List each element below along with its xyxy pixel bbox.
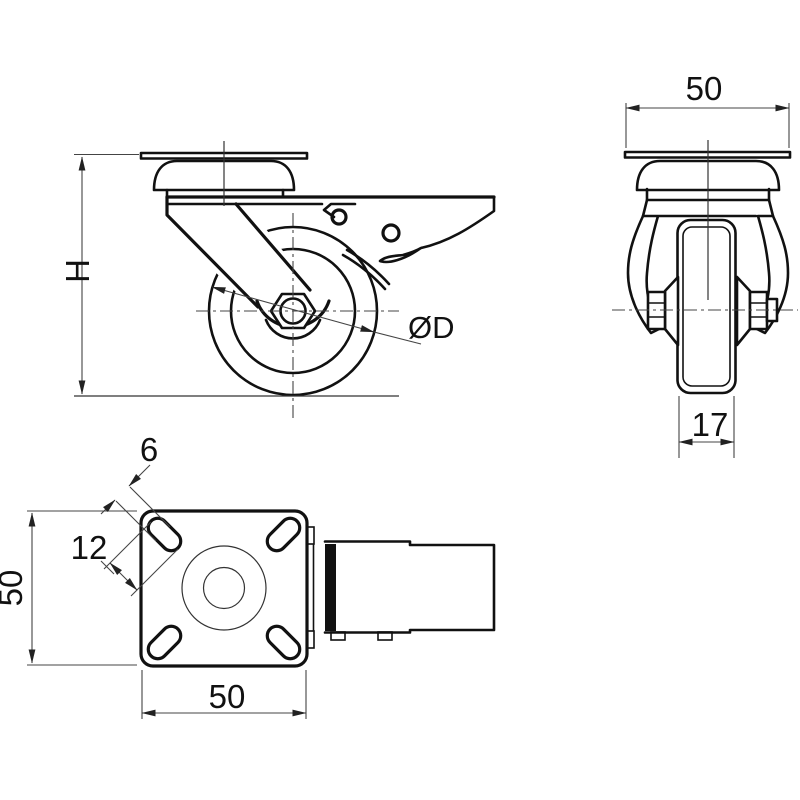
dim-label-wheel-width: 17 <box>692 406 729 443</box>
brake-pivot-hole-1 <box>330 208 348 226</box>
brake-shoe-inner <box>341 253 387 291</box>
swivel-dome <box>152 159 296 192</box>
mounting-slot-bottom-left <box>146 624 183 661</box>
bracket-tab-top <box>306 526 315 545</box>
housing-lug-left <box>330 631 346 641</box>
mounting-slot-bottom-right <box>265 624 302 661</box>
bracket-tab-bottom <box>306 630 315 649</box>
brake-pivot-hole-2 <box>381 223 401 243</box>
fork-arm-right <box>753 214 790 335</box>
slot-length-ext-a <box>103 521 152 570</box>
slot-length-ext-b <box>130 548 179 597</box>
swivel-dome-front <box>635 159 781 192</box>
fork-leg-back-edge <box>234 202 312 292</box>
hub-cone-left <box>663 275 680 347</box>
mounting-slot-top-left <box>146 516 183 553</box>
dim-label-slot-length: 12 <box>71 529 108 566</box>
wheel-front-tread <box>682 226 731 387</box>
housing-lug-right <box>377 631 393 641</box>
axle-nut-left-facets <box>648 302 665 318</box>
slot-width-arrow-a <box>128 464 151 487</box>
wheel-front-outer <box>676 218 737 395</box>
fork-arm-left <box>626 214 663 335</box>
wheel-diameter-dim-line <box>211 286 375 333</box>
brake-pedal <box>378 195 496 264</box>
dim-label-slot-width: 6 <box>140 431 158 468</box>
dim-label-plate-depth: 50 <box>0 570 29 607</box>
mounting-plate-top <box>139 509 309 668</box>
slot-length-dim-line <box>109 562 138 591</box>
crown-shoulders <box>641 198 775 218</box>
mounting-slot-top-right <box>265 516 302 553</box>
brake-housing-bar <box>325 544 336 631</box>
dim-label-wheel-diameter: ØD <box>408 310 455 345</box>
hub-cone-right <box>735 275 752 347</box>
slot-width-ext-a <box>129 486 171 528</box>
top-view: 50 50 6 12 <box>0 431 496 719</box>
kingpin-hole-circle <box>202 566 246 610</box>
wheel-housing-top <box>323 540 496 634</box>
brake-latch <box>322 202 357 219</box>
dim-label-plate-width-front: 50 <box>686 70 723 107</box>
slot-length-leader <box>100 560 115 575</box>
dim-label-height: H <box>59 259 96 283</box>
slot-width-arrow-b <box>100 499 116 515</box>
brake-shoe-outer <box>345 248 391 286</box>
front-view: 50 17 <box>612 70 798 458</box>
swivel-boss-circle <box>181 545 267 631</box>
slot-width-ext-b <box>115 500 157 542</box>
dim-label-plate-width-top: 50 <box>209 678 246 715</box>
wheel-diameter-leader <box>373 331 422 345</box>
axle-nut-right-facets <box>750 302 767 318</box>
side-view: H ØD <box>59 141 496 419</box>
